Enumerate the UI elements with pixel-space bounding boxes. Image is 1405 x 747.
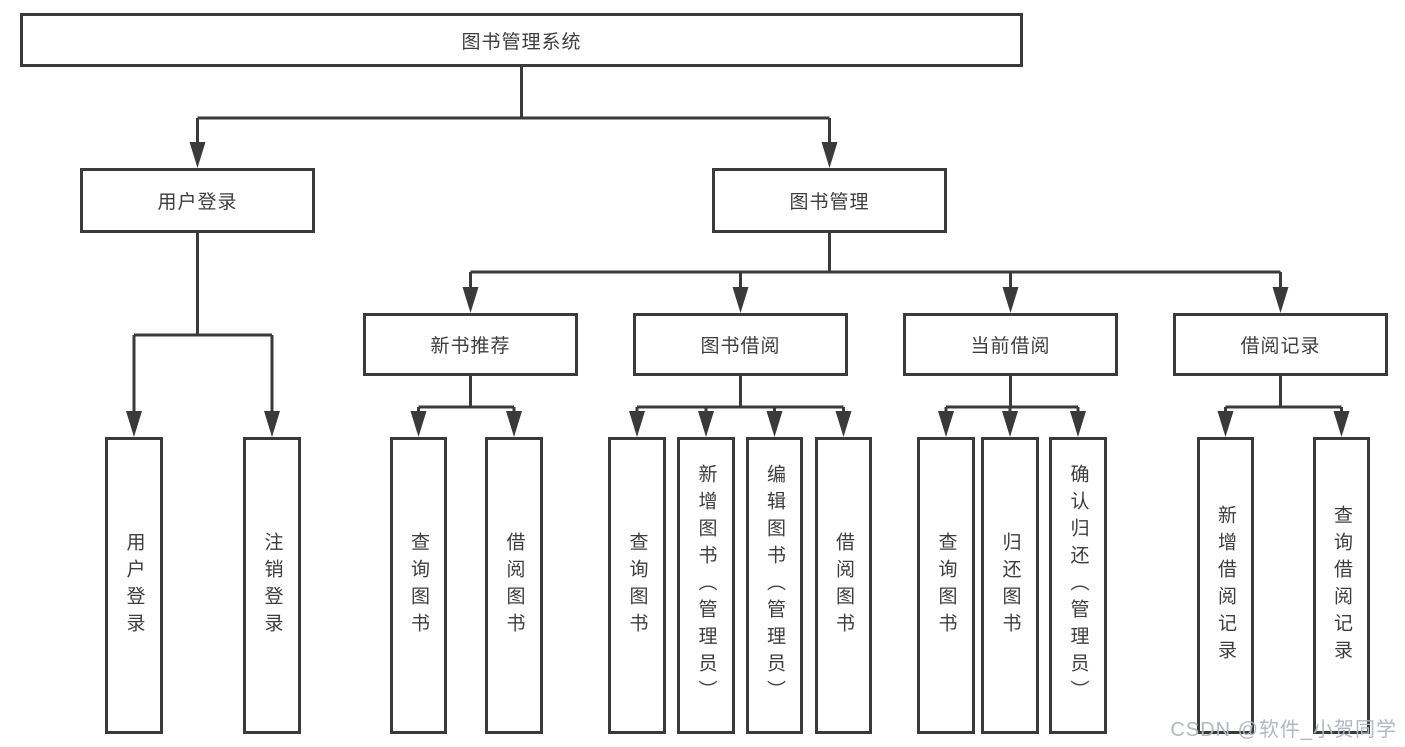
leaf-query-borrow-record: 查询借阅记录	[1313, 437, 1370, 734]
arrow-down-icon	[462, 287, 479, 313]
leaf-query-books: 查询图书	[608, 437, 666, 734]
connector-recommend-to-leaves	[410, 376, 522, 437]
arrow-down-icon	[1002, 287, 1019, 313]
connector-root-to-level2	[189, 67, 838, 168]
arrow-down-icon	[1272, 287, 1289, 313]
arrow-down-icon	[629, 411, 645, 437]
leaf-confirm-return-admin: 确认归还（管理员）	[1049, 437, 1107, 734]
node-borrow-records: 借阅记录	[1173, 313, 1388, 376]
leaf-borrow-books: 借阅图书	[815, 437, 872, 734]
connector-borrow-to-leaves	[629, 376, 852, 437]
arrow-down-icon	[264, 411, 280, 437]
arrow-down-icon	[126, 411, 142, 437]
leaf-edit-books-admin: 编辑图书（管理员）	[746, 437, 803, 734]
node-current-borrow: 当前借阅	[903, 313, 1118, 376]
leaf-query-books: 查询图书	[390, 437, 447, 734]
connector-records-to-leaves	[1217, 376, 1350, 437]
arrow-down-icon	[938, 411, 954, 437]
leaf-user-login: 用户登录	[105, 437, 163, 734]
node-book-borrow: 图书借阅	[633, 313, 848, 376]
leaf-return-books: 归还图书	[981, 437, 1039, 734]
leaf-borrow-books: 借阅图书	[485, 437, 543, 734]
connector-login-to-leaves	[126, 233, 280, 437]
arrow-down-icon	[1002, 411, 1018, 437]
arrow-down-icon	[732, 287, 749, 313]
arrow-down-icon	[189, 142, 206, 168]
arrow-down-icon	[821, 142, 838, 168]
arrow-down-icon	[506, 411, 522, 437]
arrow-down-icon	[1217, 411, 1234, 437]
arrow-down-icon	[1070, 411, 1086, 437]
connector-current-to-leaves	[938, 376, 1086, 437]
arrow-down-icon	[1333, 411, 1350, 437]
node-system-root: 图书管理系统	[20, 13, 1023, 67]
connector-mgmt-to-level3	[462, 233, 1289, 313]
leaf-logout: 注销登录	[243, 437, 301, 734]
leaf-add-books-admin: 新增图书（管理员）	[677, 437, 735, 734]
leaf-query-books: 查询图书	[917, 437, 975, 734]
node-book-management: 图书管理	[712, 168, 947, 233]
node-user-login: 用户登录	[80, 168, 315, 233]
node-new-book-recommend: 新书推荐	[363, 313, 578, 376]
leaf-add-borrow-record: 新增借阅记录	[1197, 437, 1254, 734]
arrow-down-icon	[410, 411, 427, 437]
arrow-down-icon	[698, 411, 714, 437]
arrow-down-icon	[835, 411, 852, 437]
arrow-down-icon	[766, 411, 783, 437]
